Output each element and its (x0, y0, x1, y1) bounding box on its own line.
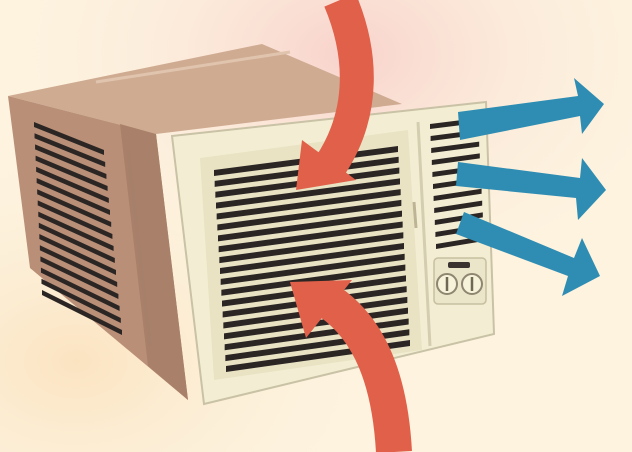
left-knob[interactable] (437, 274, 457, 294)
knob-indicator (448, 262, 470, 268)
right-knob[interactable] (462, 274, 482, 294)
grille-handle (414, 202, 416, 228)
control-knobs (434, 258, 486, 304)
